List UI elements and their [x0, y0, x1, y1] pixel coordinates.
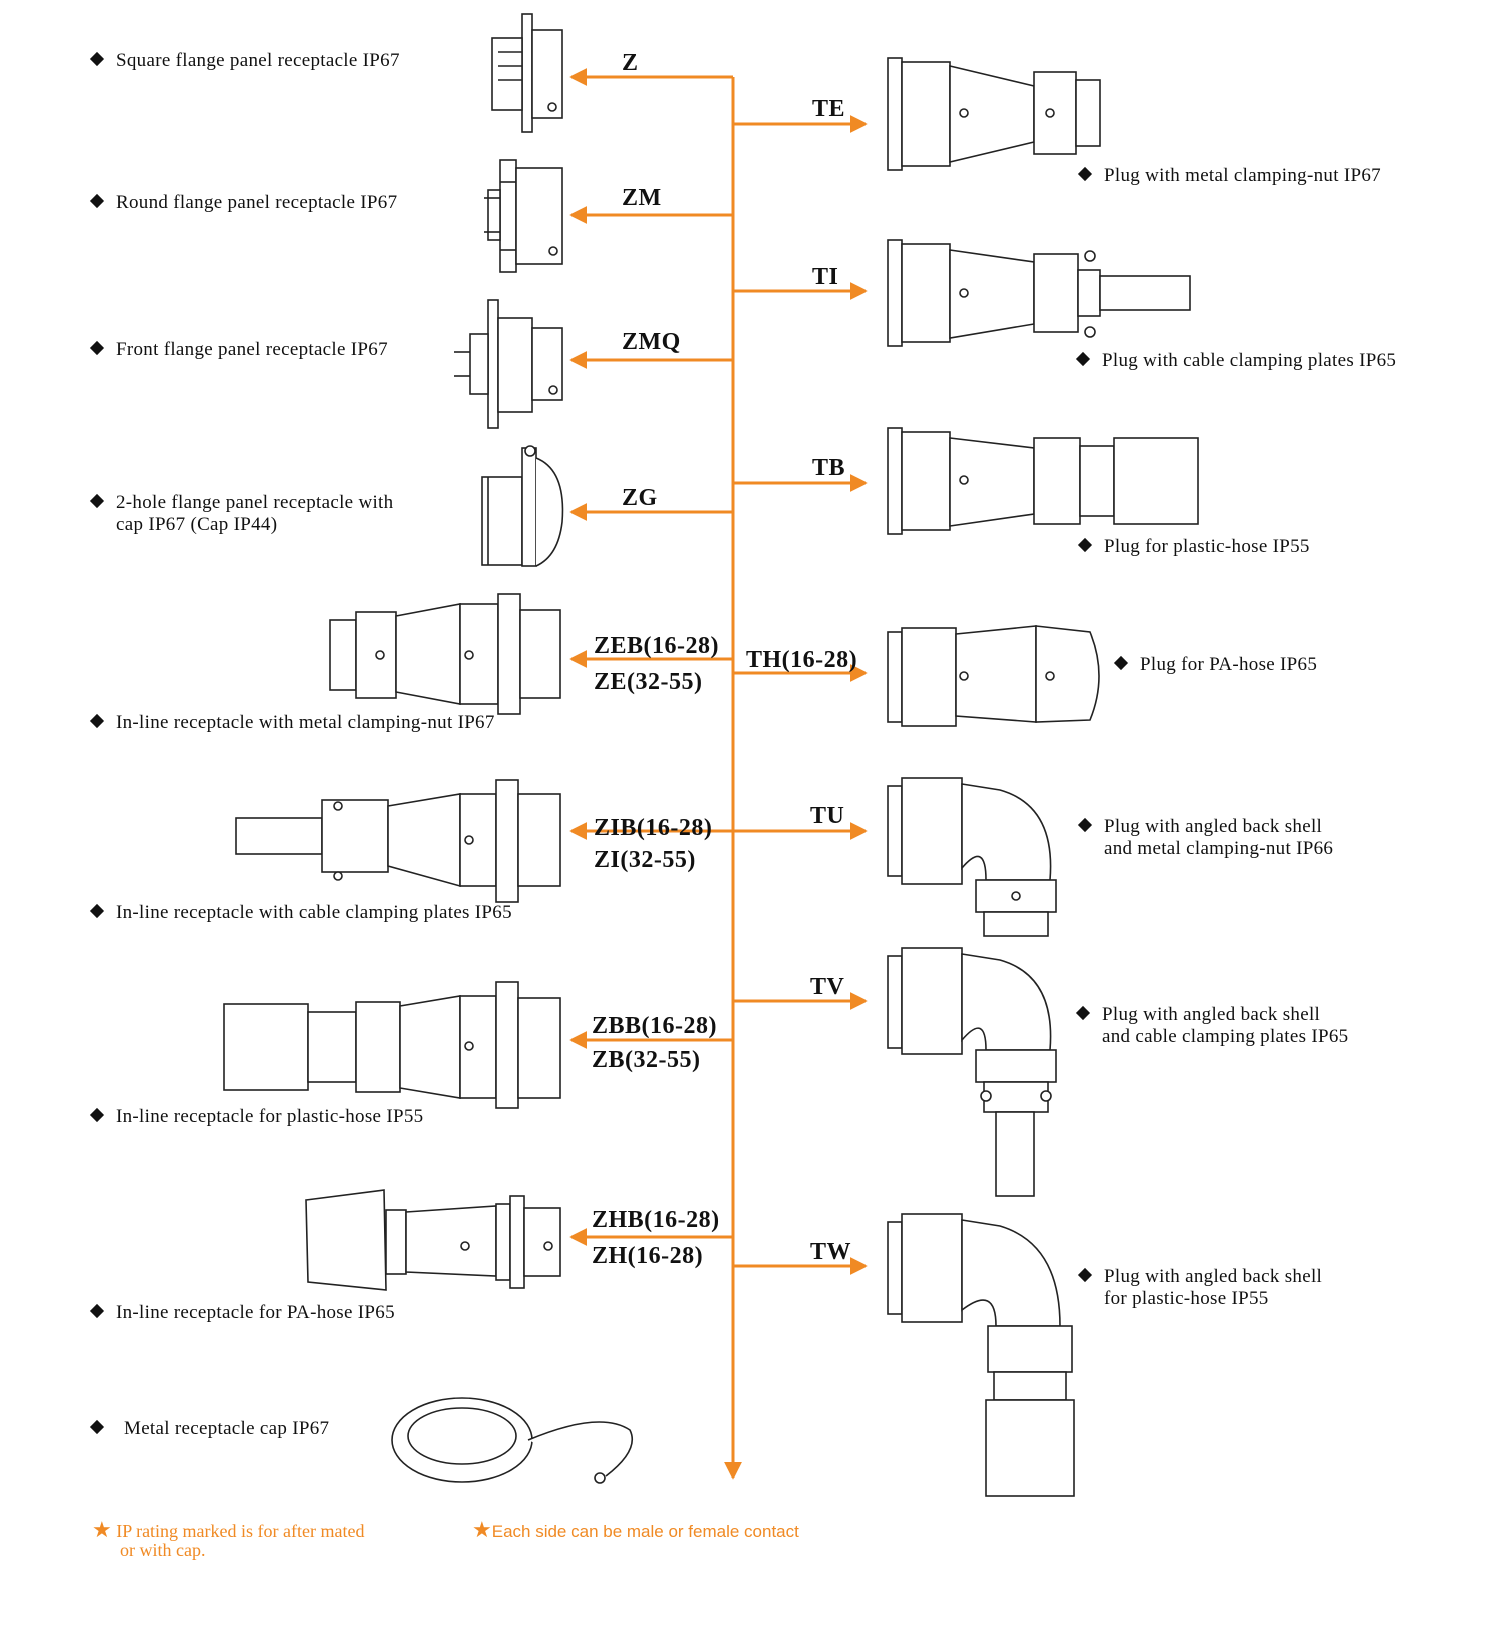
code-zg: ZG — [622, 485, 658, 511]
inline-receptacle-metal-nut-drawing — [329, 593, 561, 715]
diamond-bullet-icon — [89, 1107, 105, 1123]
code-zbb: ZBB(16-28) — [592, 1013, 717, 1039]
diamond-bullet-icon — [89, 493, 105, 509]
desc-z: Square flange panel receptacle IP67 — [89, 50, 400, 72]
desc-zm: Round flange panel receptacle IP67 — [89, 192, 397, 214]
front-flange-receptacle-drawing — [454, 299, 563, 429]
diamond-bullet-icon — [1075, 1005, 1091, 1021]
diamond-bullet-icon — [89, 1419, 105, 1435]
note-ip-rating: ★ IP rating marked is for after mated or… — [92, 1517, 365, 1560]
inline-receptacle-plastic-hose-drawing — [223, 981, 561, 1109]
code-zb: ZB(32-55) — [592, 1047, 701, 1073]
diamond-bullet-icon — [1077, 166, 1093, 182]
diamond-bullet-icon — [1075, 351, 1091, 367]
star-icon: ★ — [472, 1517, 492, 1542]
diamond-bullet-icon — [1077, 817, 1093, 833]
diamond-bullet-icon — [1077, 537, 1093, 553]
plug-clamping-plates-drawing — [887, 239, 1191, 347]
desc-zb: In-line receptacle for plastic-hose IP55 — [89, 1106, 423, 1128]
code-zhb: ZHB(16-28) — [592, 1207, 720, 1233]
code-ze: ZE(32-55) — [594, 669, 703, 695]
plug-metal-nut-drawing — [887, 57, 1101, 171]
plug-angled-metal-nut-drawing — [887, 777, 1057, 937]
note-each-side: ★Each side can be male or female contact — [472, 1517, 799, 1542]
code-te: TE — [812, 96, 846, 122]
diamond-bullet-icon — [89, 1303, 105, 1319]
desc-zi: In-line receptacle with cable clamping p… — [89, 902, 512, 924]
desc-zh: In-line receptacle for PA-hose IP65 — [89, 1302, 395, 1324]
code-th: TH(16-28) — [746, 647, 858, 673]
two-hole-flange-receptacle-drawing — [481, 445, 564, 567]
plug-pa-hose-drawing — [887, 625, 1100, 727]
code-zib: ZIB(16-28) — [594, 815, 713, 841]
desc-th: Plug for PA-hose IP65 — [1113, 654, 1317, 676]
desc-ze: In-line receptacle with metal clamping-n… — [89, 712, 495, 734]
code-zh: ZH(16-28) — [592, 1243, 704, 1269]
diamond-bullet-icon — [89, 51, 105, 67]
round-flange-receptacle-drawing — [484, 159, 563, 273]
desc-te: Plug with metal clamping-nut IP67 — [1077, 165, 1381, 187]
diamond-bullet-icon — [1077, 1267, 1093, 1283]
plug-angled-clamping-plates-drawing — [887, 947, 1057, 1197]
diamond-bullet-icon — [89, 340, 105, 356]
plug-angled-plastic-hose-drawing — [887, 1213, 1075, 1497]
star-icon: ★ — [92, 1517, 112, 1542]
code-zeb: ZEB(16-28) — [594, 633, 719, 659]
desc-ti: Plug with cable clamping plates IP65 — [1075, 350, 1396, 372]
code-z: Z — [622, 50, 639, 76]
code-tb: TB — [812, 455, 846, 481]
diamond-bullet-icon — [89, 713, 105, 729]
desc-tb: Plug for plastic-hose IP55 — [1077, 536, 1310, 558]
desc-cap: Metal receptacle cap IP67 — [89, 1418, 329, 1440]
code-tw: TW — [810, 1239, 852, 1265]
code-zi: ZI(32-55) — [594, 847, 696, 873]
code-zm: ZM — [622, 185, 662, 211]
diamond-bullet-icon — [89, 903, 105, 919]
desc-zmq: Front flange panel receptacle IP67 — [89, 339, 388, 361]
metal-receptacle-cap-drawing — [391, 1397, 634, 1484]
inline-receptacle-pa-hose-drawing — [305, 1189, 561, 1291]
code-tu: TU — [810, 803, 845, 829]
code-zmq: ZMQ — [622, 329, 681, 355]
inline-receptacle-clamping-plates-drawing — [235, 779, 561, 903]
plug-plastic-hose-drawing — [887, 427, 1199, 535]
diamond-bullet-icon — [89, 193, 105, 209]
code-tv: TV — [810, 974, 845, 1000]
diamond-bullet-icon — [1113, 655, 1129, 671]
square-flange-receptacle-drawing — [491, 13, 563, 133]
code-ti: TI — [812, 264, 839, 290]
